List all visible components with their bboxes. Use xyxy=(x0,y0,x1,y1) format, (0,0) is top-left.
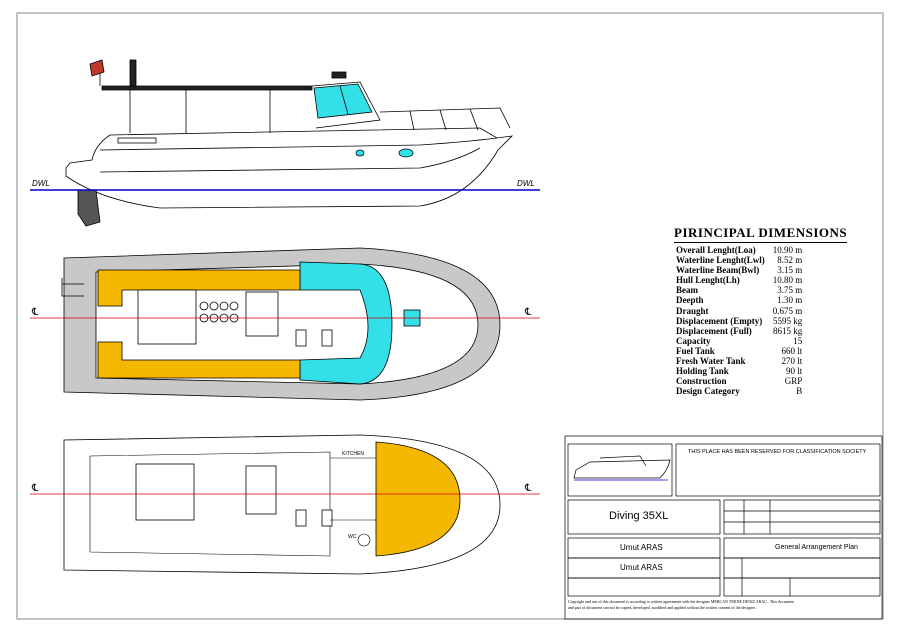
helm-seat xyxy=(295,329,307,347)
deck-plan-view: ℄ ℄ xyxy=(30,247,540,401)
dimension-row: Fuel Tank 660 lt xyxy=(676,346,802,356)
dimension-row: Holding Tank 90 lt xyxy=(676,366,802,376)
dimension-value: 3.15 m xyxy=(777,265,803,276)
wc-toilet-icon xyxy=(357,533,371,547)
classification-note: THIS PLACE HAS BEEN RESERVED FOR CLASSIF… xyxy=(688,449,867,455)
dimension-row: Hull Lenght(Lh) 10.80 m xyxy=(676,275,802,285)
deck-seat-port xyxy=(97,269,301,307)
helm-seat xyxy=(321,509,333,527)
dimension-row: Fresh Water Tank 270 lt xyxy=(676,356,802,366)
deck-windscreen xyxy=(299,261,393,385)
deck-seat-starboard xyxy=(97,341,301,379)
forward-berth xyxy=(375,441,461,557)
dimension-row: Design Category B xyxy=(676,386,802,396)
centerline-symbol-right: ℄ xyxy=(524,307,532,318)
drawing-title: General Arrangement Plan xyxy=(775,544,858,551)
dimension-row: Overall Lenght(Loa) 10.90 m xyxy=(676,245,802,255)
profile-view xyxy=(65,59,514,227)
dimension-label: Design Category xyxy=(676,386,740,397)
drawn-by-name: Umut ARAS xyxy=(620,563,663,572)
flag-icon xyxy=(89,59,105,77)
profile-mast xyxy=(129,59,137,87)
dimension-label: Deepth xyxy=(676,295,704,306)
dimension-label: Waterline Beam(Bwl) xyxy=(676,265,760,276)
title-thumbnail xyxy=(567,443,673,497)
dimension-value: GRP xyxy=(784,376,803,387)
helm-seat xyxy=(321,329,333,347)
dimension-label: Overall Lenght(Loa) xyxy=(676,245,756,255)
dimension-row: Displacement (Full) 8615 kg xyxy=(676,326,802,336)
dimension-row: Waterline Lenght(Lwl) 8.52 m xyxy=(676,255,802,265)
dimension-label: Capacity xyxy=(676,335,711,346)
dimension-value: 270 lt xyxy=(781,356,803,367)
centerline-symbol-left: ℄ xyxy=(31,307,39,318)
profile-bow-rail xyxy=(379,107,511,129)
dimension-value: 8.52 m xyxy=(777,255,803,266)
porthole-icon xyxy=(355,149,365,157)
dimension-label: Beam xyxy=(676,285,698,296)
interior-inner xyxy=(89,451,331,557)
saloon-table xyxy=(135,463,195,521)
principal-dimensions-panel: PIRINCIPAL DIMENSIONS Overall Lenght(Loa… xyxy=(662,224,862,396)
profile-chine xyxy=(99,147,481,173)
centerline-symbol-left: ℄ xyxy=(31,483,39,494)
copyright-line-1: Copyright and use of this document is ac… xyxy=(568,599,794,604)
deck-hatch xyxy=(245,291,279,337)
profile-windscreen xyxy=(313,83,373,119)
dimension-value: 660 lt xyxy=(781,345,803,356)
porthole-icon xyxy=(398,148,414,158)
dimension-row: Capacity 15 xyxy=(676,336,802,346)
dimension-row: Waterline Beam(Bwl) 3.15 m xyxy=(676,265,802,275)
dwl-label-right: DWL xyxy=(517,179,535,188)
dimension-label: Displacement (Full) xyxy=(676,325,752,336)
dimension-value: 15 xyxy=(793,335,803,346)
dimension-value: 10.90 m xyxy=(772,245,803,255)
kitchen-label: KITCHEN xyxy=(342,451,364,457)
dimension-value: 5595 kg xyxy=(773,315,803,326)
profile-sheer xyxy=(99,137,498,151)
dimension-label: Construction xyxy=(676,376,727,387)
saloon-table xyxy=(245,465,277,515)
dimension-value: 90 lt xyxy=(786,366,803,377)
dimension-label: Waterline Lenght(Lwl) xyxy=(676,255,765,266)
designer-name: Umut ARAS xyxy=(620,543,663,552)
dimension-value: 10.80 m xyxy=(772,275,803,286)
dimension-value: B xyxy=(796,386,803,397)
profile-hardtop xyxy=(101,85,313,91)
dimension-label: Hull Lenght(Lh) xyxy=(676,275,740,286)
dimension-row: Draught 0.675 m xyxy=(676,306,802,316)
outboard-engine-icon xyxy=(77,189,101,227)
dimension-value: 1.30 m xyxy=(777,295,803,306)
boat-name: Diving 35XL xyxy=(609,510,669,522)
dimension-value: 8615 kg xyxy=(773,325,803,336)
dimension-row: Displacement (Empty) 5595 kg xyxy=(676,316,802,326)
drawing-border xyxy=(16,12,884,620)
dimension-label: Fresh Water Tank xyxy=(676,356,746,367)
deck-hatch xyxy=(137,289,197,345)
copyright-line-2: and part of document can not be copied, … xyxy=(568,605,756,610)
wc-label: WC xyxy=(348,534,357,540)
principal-dimensions-title: PIRINCIPAL DIMENSIONS xyxy=(674,225,848,243)
dimension-row: Beam 3.75 m xyxy=(676,285,802,295)
centerline-symbol-right: ℄ xyxy=(524,483,532,494)
dimension-label: Holding Tank xyxy=(676,366,729,377)
dimension-row: Deepth 1.30 m xyxy=(676,295,802,305)
interior-plan-view: KITCHEN WC ℄ ℄ xyxy=(30,434,540,575)
helm-seat xyxy=(295,509,307,527)
dimension-value: 0.675 m xyxy=(772,305,803,316)
dimension-label: Draught xyxy=(676,305,709,316)
dwl-label-left: DWL xyxy=(32,179,50,188)
title-block xyxy=(564,435,883,620)
dimension-value: 3.75 m xyxy=(777,285,803,296)
boarding-ladder xyxy=(61,278,84,297)
dimension-row: Construction GRP xyxy=(676,376,802,386)
dimension-label: Fuel Tank xyxy=(676,345,715,356)
dimension-label: Displacement (Empty) xyxy=(676,315,763,326)
profile-hull xyxy=(65,127,514,209)
